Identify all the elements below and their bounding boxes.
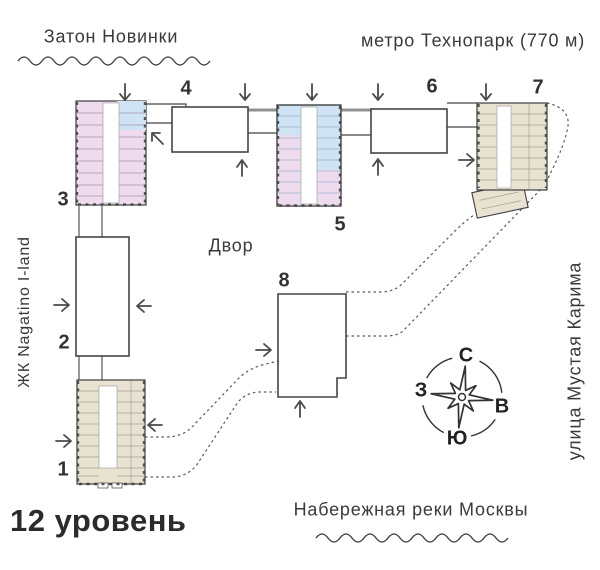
arrow-up-icon (294, 400, 306, 418)
water-wave-top (17, 56, 211, 66)
arrow-down-icon (306, 83, 318, 101)
building-3-label: 3 (57, 188, 69, 211)
compass-south-label: Ю (446, 427, 468, 450)
building-7-shape[interactable] (471, 102, 548, 219)
path-b1-b8-upper (145, 360, 279, 438)
building-7-label: 7 (532, 76, 544, 99)
building-4-shape[interactable] (171, 106, 249, 153)
path-b8-b7 (346, 214, 475, 293)
arrow-right-icon (255, 343, 272, 357)
landmark-embankment: Набережная реки Москвы (293, 499, 529, 520)
arrow-up-icon (236, 159, 248, 177)
building-5-label: 5 (334, 213, 346, 236)
corridor-connectors (78, 102, 478, 380)
arrow-left-icon (147, 418, 163, 432)
building-4-label: 4 (180, 77, 192, 100)
courtyard-label: Двор (208, 235, 254, 256)
arrow-left-icon (136, 299, 152, 313)
compass-north-label: С (458, 344, 474, 367)
arrow-right-icon (55, 434, 72, 448)
landmark-zaton: Затон Новинки (43, 26, 179, 47)
building-6-label: 6 (426, 75, 438, 98)
compass-rose-icon (422, 357, 503, 437)
building-8-label: 8 (278, 269, 290, 292)
arrow-down-icon (239, 83, 251, 101)
path-b1-b8-lower (145, 391, 276, 478)
arrow-up-icon (372, 158, 384, 176)
landmark-metro: метро Технопарк (770 м) (360, 30, 586, 51)
arrow-up-left-icon (151, 132, 164, 145)
landmark-complex: ЖК Nagatino I-land (16, 236, 33, 388)
water-wave-bottom (315, 533, 509, 543)
building-2-shape[interactable] (75, 236, 130, 357)
boundary-b7 (346, 102, 569, 337)
entrance-arrows (53, 83, 492, 448)
arrow-down-icon (372, 83, 384, 101)
building-1-label: 1 (57, 458, 69, 481)
compass-east-label: В (494, 395, 510, 418)
arrow-right-icon (458, 153, 475, 167)
building-1-shape[interactable] (76, 379, 146, 489)
building-5-shape[interactable] (276, 104, 342, 207)
building-8-shape[interactable] (277, 293, 347, 398)
arrow-down-icon (119, 83, 131, 101)
building-3-shape[interactable] (75, 100, 147, 206)
level-title: 12 уровень (10, 503, 187, 538)
arrow-right-icon (53, 298, 70, 312)
compass-west-label: З (414, 379, 428, 402)
pedestrian-paths (145, 102, 569, 478)
building-6-shape[interactable] (370, 108, 448, 154)
arrow-down-icon (480, 83, 492, 101)
landmark-street: улица Мустая Карима (564, 261, 585, 461)
building-2-label: 2 (58, 331, 70, 354)
